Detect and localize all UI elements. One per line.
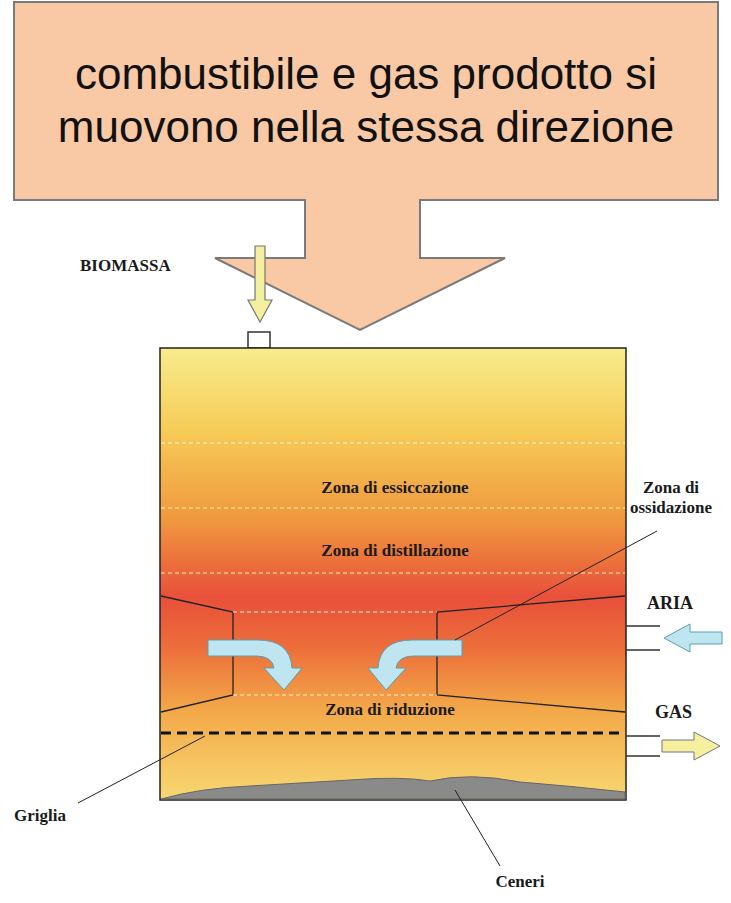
air-pipe xyxy=(626,626,660,650)
ash-pile xyxy=(161,777,625,799)
gas-outlet-arrow xyxy=(662,732,720,760)
gas-pipe xyxy=(626,736,660,756)
zone-separator xyxy=(161,443,625,444)
callout-box: combustibile e gas prodotto si muovono n… xyxy=(16,4,716,198)
callout-shape xyxy=(14,2,718,330)
zone-label: Zona di riduzione xyxy=(250,700,530,720)
zone-separator xyxy=(233,695,437,696)
leader-line xyxy=(455,531,657,640)
part-label: Griglia xyxy=(14,806,114,826)
part-label: Ceneri xyxy=(460,872,580,892)
gasifier-vessel xyxy=(160,348,626,800)
air-flow-arrow xyxy=(208,640,302,690)
feed-pipe xyxy=(248,332,270,348)
flow-label: GAS xyxy=(655,702,725,723)
throat-wall xyxy=(437,596,625,712)
zone-separator xyxy=(161,508,625,509)
zone-separator xyxy=(233,612,437,613)
part-label: BIOMASSA xyxy=(80,256,210,276)
zone-label: Zona di essiccazione xyxy=(260,478,530,498)
zone-label: Zona di ossidazione xyxy=(615,478,727,517)
air-inlet-arrow xyxy=(664,624,722,652)
air-flow-arrow xyxy=(368,640,462,690)
zone-separator xyxy=(161,573,625,574)
flow-label: ARIA xyxy=(647,593,727,614)
zone-label: Zona di distillazione xyxy=(260,541,530,561)
leader-line xyxy=(455,790,500,866)
feed-arrow xyxy=(248,246,272,322)
grate-line xyxy=(161,732,625,735)
callout-text: combustibile e gas prodotto si muovono n… xyxy=(28,48,704,154)
leader-line xyxy=(78,736,205,803)
